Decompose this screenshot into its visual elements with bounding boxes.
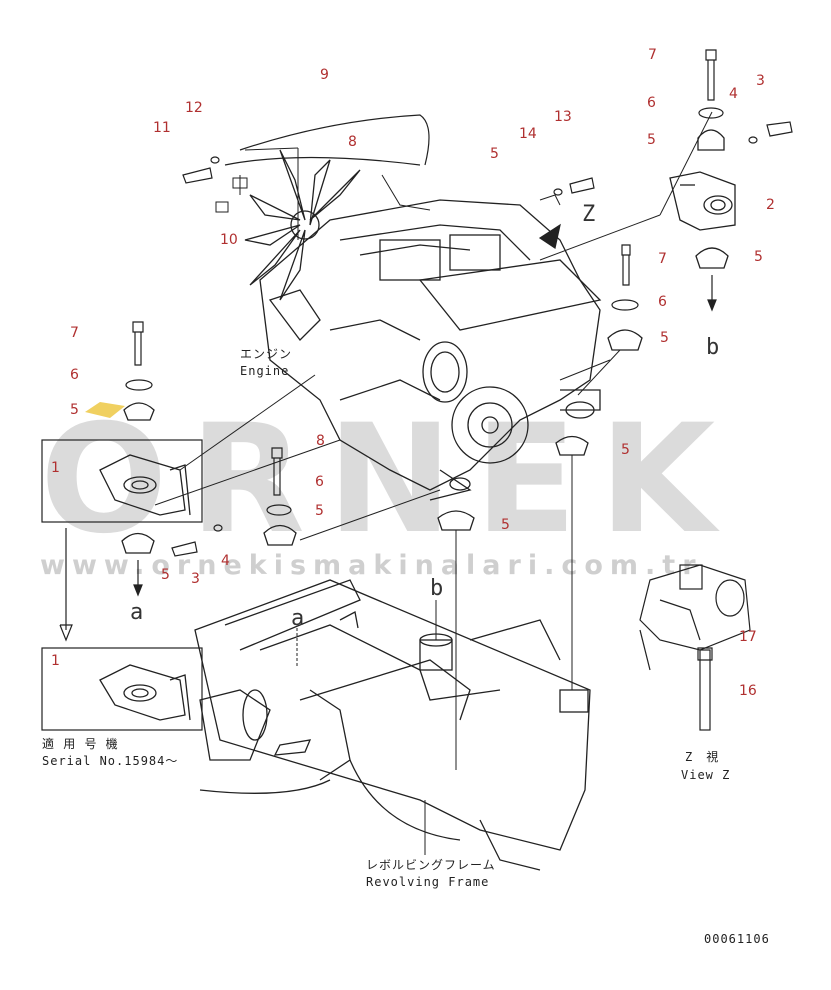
callout-2: 2: [766, 197, 775, 213]
serial-label-en: Serial No.15984～: [42, 754, 179, 768]
callout-16: 16: [739, 683, 757, 699]
revolving-frame: [194, 579, 591, 871]
watermark-url: www.ornekismakinalari.com.tr: [40, 550, 703, 581]
callout-7: 7: [648, 47, 657, 63]
callout-12: 12: [185, 100, 203, 116]
callout-13: 5: [490, 146, 499, 162]
callout-11: 11: [153, 120, 171, 136]
arrow-a: [133, 560, 143, 597]
callout-5: 5: [161, 567, 170, 583]
bolt-group: [132, 49, 793, 557]
mount-bracket-front-serial: [99, 664, 191, 721]
callout-5: 5: [621, 442, 630, 458]
callout-17: 17: [739, 629, 757, 645]
callout-10: 10: [220, 232, 238, 248]
mount-bracket-rear: [669, 171, 736, 231]
serial-label-jp: 適 用 号 機: [42, 737, 119, 751]
harness-wire-lower: [224, 156, 421, 166]
callout-5: 5: [660, 330, 669, 346]
callout-7: 7: [658, 251, 667, 267]
washer-group: [125, 107, 758, 532]
view-z-marker: Z: [582, 202, 596, 227]
frame-label-en: Revolving Frame: [366, 875, 490, 889]
callout-5: 5: [70, 402, 79, 418]
callout-15: 14: [519, 126, 537, 142]
mount-leader-lines: [154, 111, 713, 855]
engine-block: [259, 199, 602, 501]
view-z-label-en: View Z: [681, 768, 731, 782]
ref-a-frame: a: [291, 606, 305, 631]
ref-a-top: a: [130, 600, 144, 625]
drawing-number: 00061106: [704, 932, 770, 946]
harness-wire: [239, 114, 430, 166]
engine-label-jp: エンジン: [240, 347, 293, 361]
inset-box-upper: [41, 439, 203, 523]
callout-4: 4: [729, 86, 738, 102]
engine-label-en: Engine: [240, 364, 290, 378]
callout-5: 5: [647, 132, 656, 148]
inset-arrow: [59, 528, 73, 642]
rubber-mount-group: [121, 129, 729, 554]
callout-4: 4: [221, 553, 230, 569]
callout-1: 1: [51, 653, 60, 669]
callout-14: 13: [554, 109, 572, 125]
accent-mark: [85, 402, 125, 418]
callout-6: 6: [70, 367, 79, 383]
callout-6: 6: [658, 294, 667, 310]
mount-bracket-front: [99, 454, 191, 516]
callout-3: 3: [191, 571, 200, 587]
callout-1: 1: [51, 460, 60, 476]
callout-8: 8: [348, 134, 357, 150]
callout-5: 5: [754, 249, 763, 265]
arrow-b: [707, 275, 717, 312]
callout-5: 5: [315, 503, 324, 519]
ref-b-frame: b: [430, 576, 444, 601]
frame-label-jp: レボルビングフレーム: [366, 858, 496, 872]
cooling-fan: [244, 149, 361, 301]
view-z-detail: [639, 564, 751, 731]
ref-b-top: b: [706, 335, 720, 360]
callout-5: 5: [501, 517, 510, 533]
callout-7: 7: [70, 325, 79, 341]
callout-6: 6: [315, 474, 324, 490]
callout-9: 9: [320, 67, 329, 83]
inset-box-lower: [41, 647, 203, 731]
callout-7: 8: [316, 433, 325, 449]
view-z-label-jp: Z 視: [685, 750, 720, 764]
callout-3: 3: [756, 73, 765, 89]
callout-6: 6: [647, 95, 656, 111]
z-view-arrow: [538, 223, 561, 249]
